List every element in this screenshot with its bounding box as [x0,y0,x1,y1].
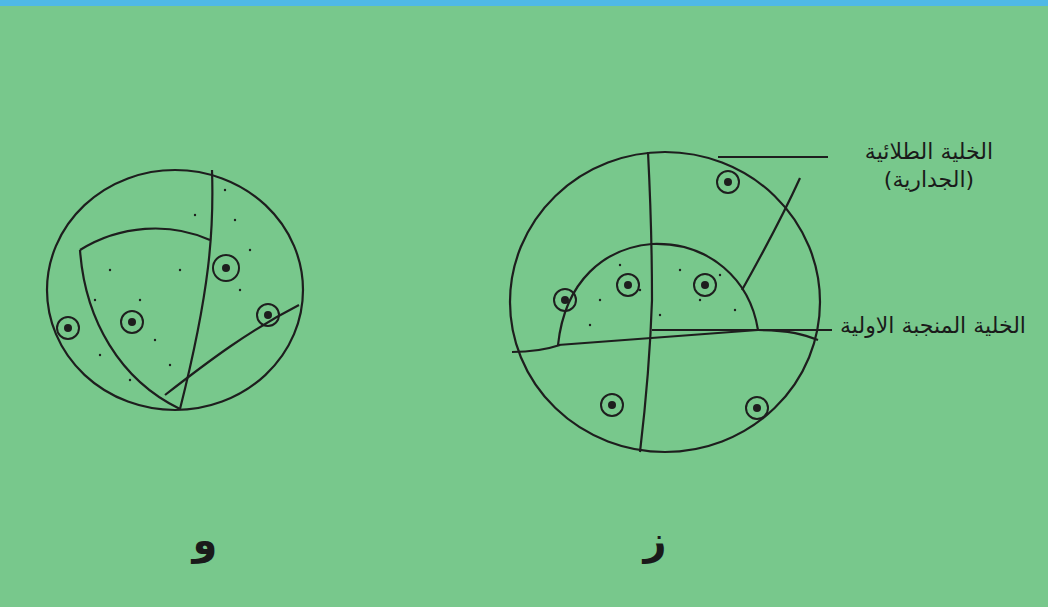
figure-letter: و [180,515,230,565]
cell-wall [558,330,758,345]
cell-outline [510,152,820,452]
cell-wall [180,170,212,409]
cell-wall [80,250,180,409]
cell-wall [742,178,800,290]
leader-line [718,156,828,158]
cell-wall [640,152,652,452]
part-label: الخلية المنجبة الاولية [838,312,1028,340]
cell-wall [165,305,299,395]
cell-wall [758,330,818,340]
nucleus [57,171,768,419]
part-label: الخلية الطلائية (الجدارية) [834,138,1024,193]
leader-line [652,329,832,331]
cell-outline [47,170,303,410]
cell-wall [80,229,210,250]
figure-letter: ز [630,515,680,565]
cell-wall [512,345,560,352]
stipple [94,189,736,381]
top-band [0,0,1048,6]
